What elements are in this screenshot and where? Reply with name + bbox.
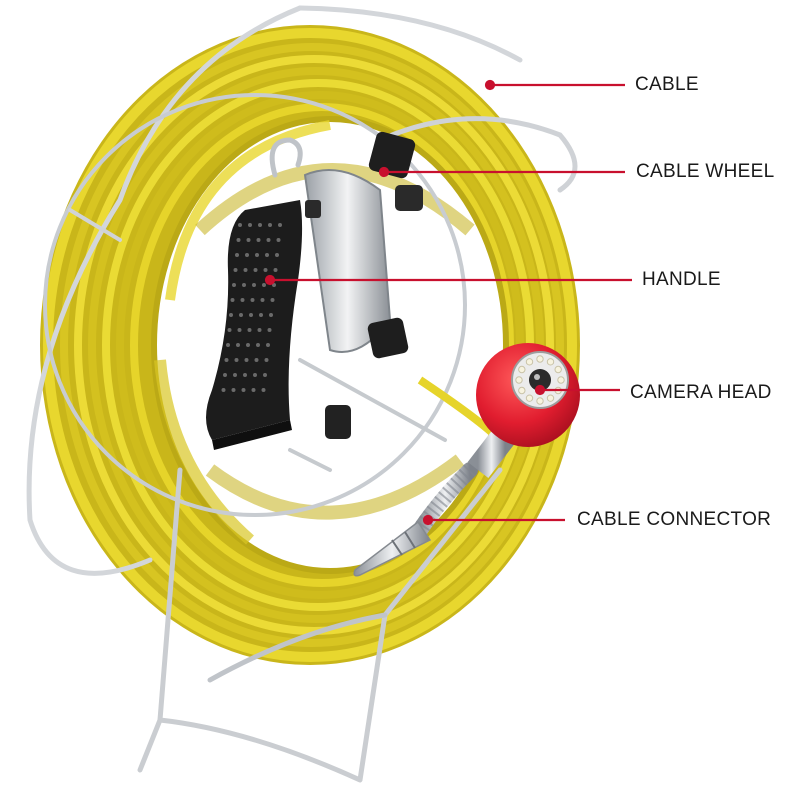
label-cable-wheel: CABLE WHEEL bbox=[636, 161, 775, 182]
grip-dot bbox=[261, 388, 266, 392]
grip-dot bbox=[255, 253, 259, 257]
grip-dot bbox=[259, 313, 263, 317]
camera-led bbox=[525, 358, 534, 366]
pointer-dot-camera-head bbox=[534, 384, 546, 396]
grip-dot bbox=[237, 328, 242, 332]
grip-dot bbox=[253, 268, 258, 272]
grip-dot bbox=[232, 283, 236, 287]
grip-dot bbox=[233, 373, 237, 377]
camera-led bbox=[525, 394, 534, 402]
camera-led bbox=[554, 365, 562, 374]
grip-dot bbox=[247, 328, 252, 332]
grip-dot bbox=[246, 343, 250, 347]
camera-led bbox=[536, 397, 544, 405]
grip-dot bbox=[233, 268, 238, 272]
grip-dot bbox=[269, 313, 273, 317]
camera-led bbox=[546, 358, 555, 366]
grip-dot bbox=[256, 343, 260, 347]
pointer-dot-cable bbox=[484, 79, 496, 91]
grip-dot bbox=[223, 373, 227, 377]
camera-led bbox=[518, 386, 526, 395]
grip-dot bbox=[263, 373, 267, 377]
grip-dot bbox=[245, 253, 249, 257]
grip-dot bbox=[240, 298, 245, 302]
grip-dot bbox=[236, 343, 240, 347]
label-camera-head: CAMERA HEAD bbox=[630, 382, 772, 403]
grip-dot bbox=[238, 223, 242, 227]
grip-dot bbox=[253, 373, 257, 377]
grip-dot bbox=[229, 313, 233, 317]
grip-dot bbox=[239, 313, 243, 317]
grip-dot bbox=[267, 328, 272, 332]
grip-dot bbox=[252, 283, 256, 287]
grip-dot bbox=[248, 223, 252, 227]
label-cable-connector: CABLE CONNECTOR bbox=[577, 509, 772, 530]
grip-dot bbox=[266, 238, 271, 242]
grip-dot bbox=[242, 283, 246, 287]
pointer-dot-cable-wheel bbox=[378, 166, 390, 178]
grip-dot bbox=[246, 238, 251, 242]
grip-dot bbox=[258, 223, 262, 227]
grip-dot bbox=[273, 268, 278, 272]
grip-dot bbox=[235, 253, 239, 257]
grip-dot bbox=[276, 238, 281, 242]
grip-dot bbox=[224, 358, 229, 362]
grip-dot bbox=[270, 298, 275, 302]
grip-dot bbox=[265, 253, 269, 257]
grip-dot bbox=[244, 358, 249, 362]
camera-led bbox=[515, 376, 523, 384]
label-cable: CABLE bbox=[635, 74, 699, 95]
label-handle: HANDLE bbox=[642, 269, 721, 290]
reel-hub bbox=[269, 131, 423, 439]
camera-cable bbox=[353, 376, 516, 577]
grip-dot bbox=[260, 298, 265, 302]
grip-dot bbox=[251, 388, 256, 392]
grip-dot bbox=[221, 388, 226, 392]
pointer-dot-handle bbox=[264, 274, 276, 286]
camera-led bbox=[546, 394, 555, 402]
grip-dot bbox=[263, 268, 268, 272]
grip-dot bbox=[231, 388, 236, 392]
grip-dot bbox=[241, 388, 246, 392]
grip-dot bbox=[256, 238, 261, 242]
camera-led bbox=[557, 376, 565, 384]
grip-dot bbox=[250, 298, 255, 302]
grip-dot bbox=[266, 343, 270, 347]
reel-handle bbox=[206, 200, 303, 450]
grip-dot bbox=[278, 223, 282, 227]
camera-led bbox=[518, 365, 526, 374]
steel-frame bbox=[26, 5, 578, 783]
grip-dot bbox=[262, 283, 266, 287]
grip-dot bbox=[254, 358, 259, 362]
pointer-dot-cable-connector bbox=[422, 514, 434, 526]
grip-dot bbox=[234, 358, 239, 362]
grip-dot bbox=[275, 253, 279, 257]
grip-dot bbox=[243, 373, 247, 377]
grip-dot bbox=[249, 313, 253, 317]
pointer-lines bbox=[264, 79, 632, 526]
grip-dot bbox=[257, 328, 262, 332]
grip-dot bbox=[236, 238, 241, 242]
grip-dot bbox=[268, 223, 272, 227]
camera-head bbox=[476, 343, 580, 447]
grip-dot bbox=[264, 358, 269, 362]
camera-led bbox=[536, 355, 544, 363]
grip-dot bbox=[243, 268, 248, 272]
grip-dot bbox=[226, 343, 230, 347]
grip-dot bbox=[227, 328, 232, 332]
grip-dot bbox=[230, 298, 235, 302]
